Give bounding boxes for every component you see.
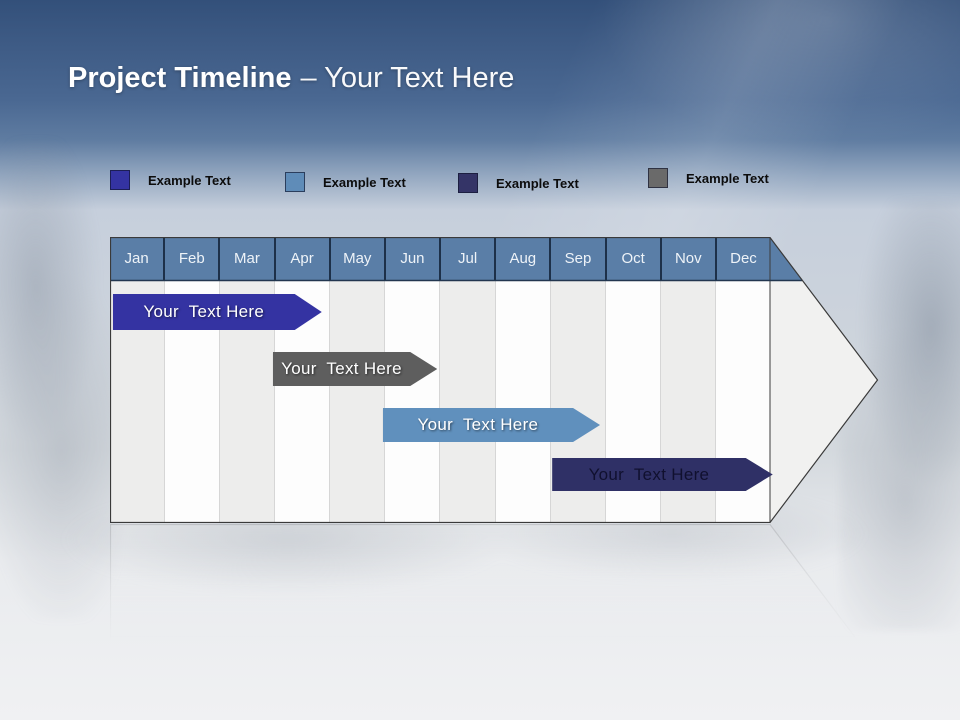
timeline-bar: Your Text Here [272,352,438,386]
legend-swatch [110,170,130,190]
timeline-bar-label: Your Text Here [281,359,402,378]
sunrays-background [0,0,960,260]
legend-item-label: Example Text [496,175,579,191]
legend-item: Example Text [110,170,231,190]
legend-item: Example Text [648,168,769,188]
timeline-bar: Your Text Here [552,458,773,491]
legend-item-label: Example Text [323,174,406,190]
legend-item: Example Text [285,172,406,192]
slide-title-primary: Project Timeline [68,62,292,94]
legend-item-label: Example Text [148,172,231,188]
snowy-trees-left-background [0,140,120,620]
legend-swatch [648,168,668,188]
timeline-bar-label: Your Text Here [143,302,265,321]
reflection-arrow-outline [109,523,879,720]
slide-title: Project Timeline– Your Text Here [68,62,514,95]
timeline-bar-label: Your Text Here [588,464,710,484]
chart-reflection [109,523,880,720]
timeline-bar: Your Text Here [112,294,322,330]
slide-title-secondary: – Your Text Here [300,62,515,94]
legend-swatch [458,173,478,193]
timeline-bar: Your Text Here [382,408,601,442]
legend-item-label: Example Text [686,170,769,186]
timeline-bar-label: Your Text Here [417,415,539,434]
legend-swatch [285,172,305,192]
legend-item: Example Text [458,173,579,193]
